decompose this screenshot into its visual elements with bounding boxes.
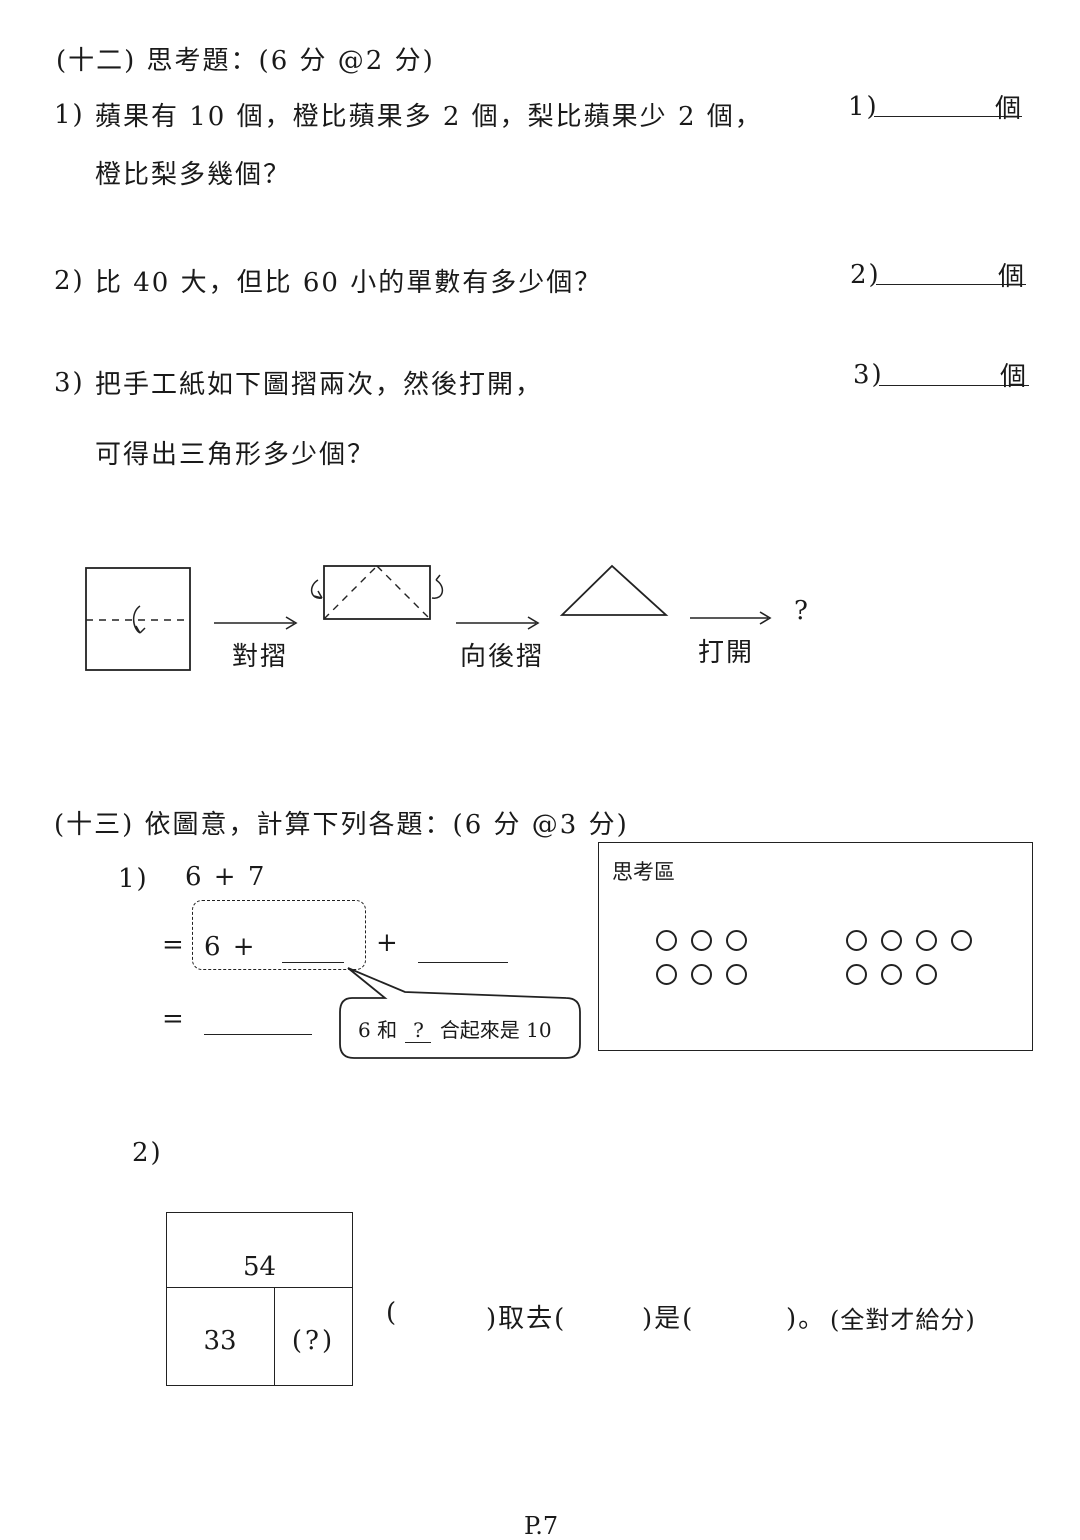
step-open-label: 打開 bbox=[698, 638, 755, 668]
unknown-part-value: (?) bbox=[291, 1326, 336, 1356]
counter-circle bbox=[726, 964, 747, 985]
fold-direction-icon bbox=[132, 605, 146, 634]
counter-circle bbox=[726, 930, 747, 951]
folded-rectangle-shape bbox=[323, 565, 431, 620]
arrow-1-icon bbox=[285, 616, 298, 630]
hint-bubble-question: ? bbox=[405, 1018, 432, 1043]
sentence-blank-2[interactable] bbox=[570, 1296, 638, 1330]
q12-2-unit: 個 bbox=[998, 262, 1027, 292]
q13-1-six-plus: 6 + bbox=[204, 932, 257, 962]
q12-3-line1: 把手工紙如下圖摺兩次，然後打開， bbox=[95, 370, 544, 400]
counter-circle bbox=[846, 930, 867, 951]
sentence-is: )是( bbox=[642, 1304, 695, 1334]
result-question-mark: ? bbox=[794, 596, 810, 626]
q12-1-answer-label: 1) bbox=[848, 92, 879, 122]
back-fold-left-icon bbox=[310, 579, 323, 599]
q13-1-blank-partner[interactable] bbox=[282, 962, 344, 963]
counter-circle bbox=[916, 964, 937, 985]
sentence-blank-1[interactable] bbox=[400, 1296, 482, 1330]
square-paper-shape bbox=[85, 567, 191, 671]
thinking-area-title: 思考區 bbox=[612, 860, 675, 884]
q12-1-number: 1) bbox=[54, 100, 85, 130]
counter-circle bbox=[951, 930, 972, 951]
counter-circle bbox=[656, 930, 677, 951]
q12-1-unit: 個 bbox=[995, 94, 1024, 124]
whole-value: 54 bbox=[242, 1252, 277, 1282]
q13-1-equals-1: = bbox=[162, 930, 186, 960]
q12-2-text: 比 40 大，但比 60 小的單數有多少個？ bbox=[95, 268, 603, 298]
counter-circle bbox=[881, 930, 902, 951]
counter-circle bbox=[846, 964, 867, 985]
hint-bubble-part-a: 6 和 bbox=[358, 1018, 398, 1042]
q12-1-answer-blank[interactable] bbox=[874, 116, 1022, 117]
make-ten-dashed-box bbox=[192, 900, 366, 970]
counter-circle bbox=[881, 964, 902, 985]
step-fold-in-half-label: 對摺 bbox=[232, 642, 289, 672]
sentence-open-paren: ( bbox=[386, 1298, 399, 1328]
q13-2-number: 2) bbox=[132, 1138, 163, 1168]
q13-1-number: 1) bbox=[118, 864, 149, 894]
part-whole-outer-box bbox=[166, 1212, 353, 1386]
counter-circle bbox=[916, 930, 937, 951]
step-fold-back-label: 向後摺 bbox=[460, 642, 545, 672]
q12-3-answer-blank[interactable] bbox=[879, 385, 1029, 386]
q13-1-expression: 6 + 7 bbox=[185, 862, 267, 892]
counter-circle bbox=[691, 930, 712, 951]
page-number: P.7 bbox=[524, 1512, 559, 1540]
section-12-heading: (十二) 思考題：(6 分 @2 分) bbox=[56, 46, 435, 76]
part-value: 33 bbox=[203, 1326, 237, 1356]
thinking-area-box bbox=[598, 842, 1033, 1051]
sentence-blank-3[interactable] bbox=[698, 1296, 784, 1330]
q12-2-answer-blank[interactable] bbox=[876, 284, 1026, 285]
sentence-close: )。 bbox=[786, 1304, 827, 1334]
q13-1-blank-remainder[interactable] bbox=[418, 962, 508, 963]
q12-2-answer-label: 2) bbox=[850, 260, 881, 290]
counter-circle bbox=[691, 964, 712, 985]
hint-bubble-text: 6 和 ? 合起來是 10 bbox=[358, 1014, 552, 1043]
arrow-3-icon bbox=[759, 611, 772, 625]
part-whole-divider-horizontal bbox=[166, 1287, 353, 1288]
counter-circle bbox=[656, 964, 677, 985]
back-fold-right-icon bbox=[431, 574, 444, 599]
q13-1-blank-sum[interactable] bbox=[204, 1034, 312, 1035]
part-whole-divider-vertical bbox=[274, 1287, 275, 1385]
all-correct-note: (全對才給分) bbox=[830, 1306, 976, 1334]
sentence-take-away: )取去( bbox=[486, 1304, 567, 1334]
q12-1-line1: 蘋果有 10 個，橙比蘋果多 2 個，梨比蘋果少 2 個， bbox=[95, 102, 763, 132]
q12-3-unit: 個 bbox=[1000, 362, 1029, 392]
q13-1-equals-2: = bbox=[162, 1004, 186, 1034]
arrow-2-icon bbox=[527, 616, 540, 630]
hint-bubble-part-b: 合起來是 10 bbox=[439, 1018, 552, 1042]
q12-3-answer-label: 3) bbox=[853, 360, 884, 390]
triangle-shape bbox=[559, 564, 669, 616]
q12-3-number: 3) bbox=[54, 368, 85, 398]
q13-1-plus: + bbox=[376, 928, 400, 958]
section-13-heading: (十三) 依圖意，計算下列各題：(6 分 @3 分) bbox=[54, 810, 629, 840]
q12-2-number: 2) bbox=[54, 266, 85, 296]
q12-1-line2: 橙比梨多幾個？ bbox=[95, 160, 292, 190]
q12-3-line2: 可得出三角形多少個？ bbox=[95, 440, 376, 470]
